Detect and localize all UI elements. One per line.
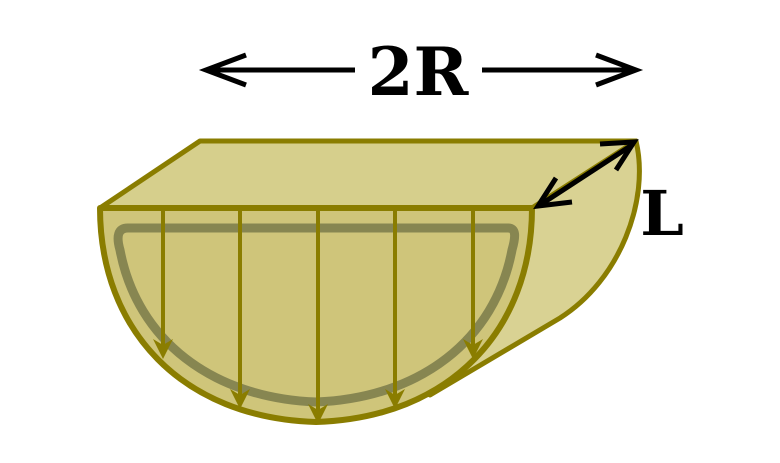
width-label: 2R bbox=[368, 33, 470, 111]
length-dimension: L bbox=[533, 139, 684, 250]
width-dimension: 2R bbox=[198, 33, 644, 111]
field-arrows bbox=[153, 208, 483, 424]
length-label: L bbox=[640, 177, 684, 250]
